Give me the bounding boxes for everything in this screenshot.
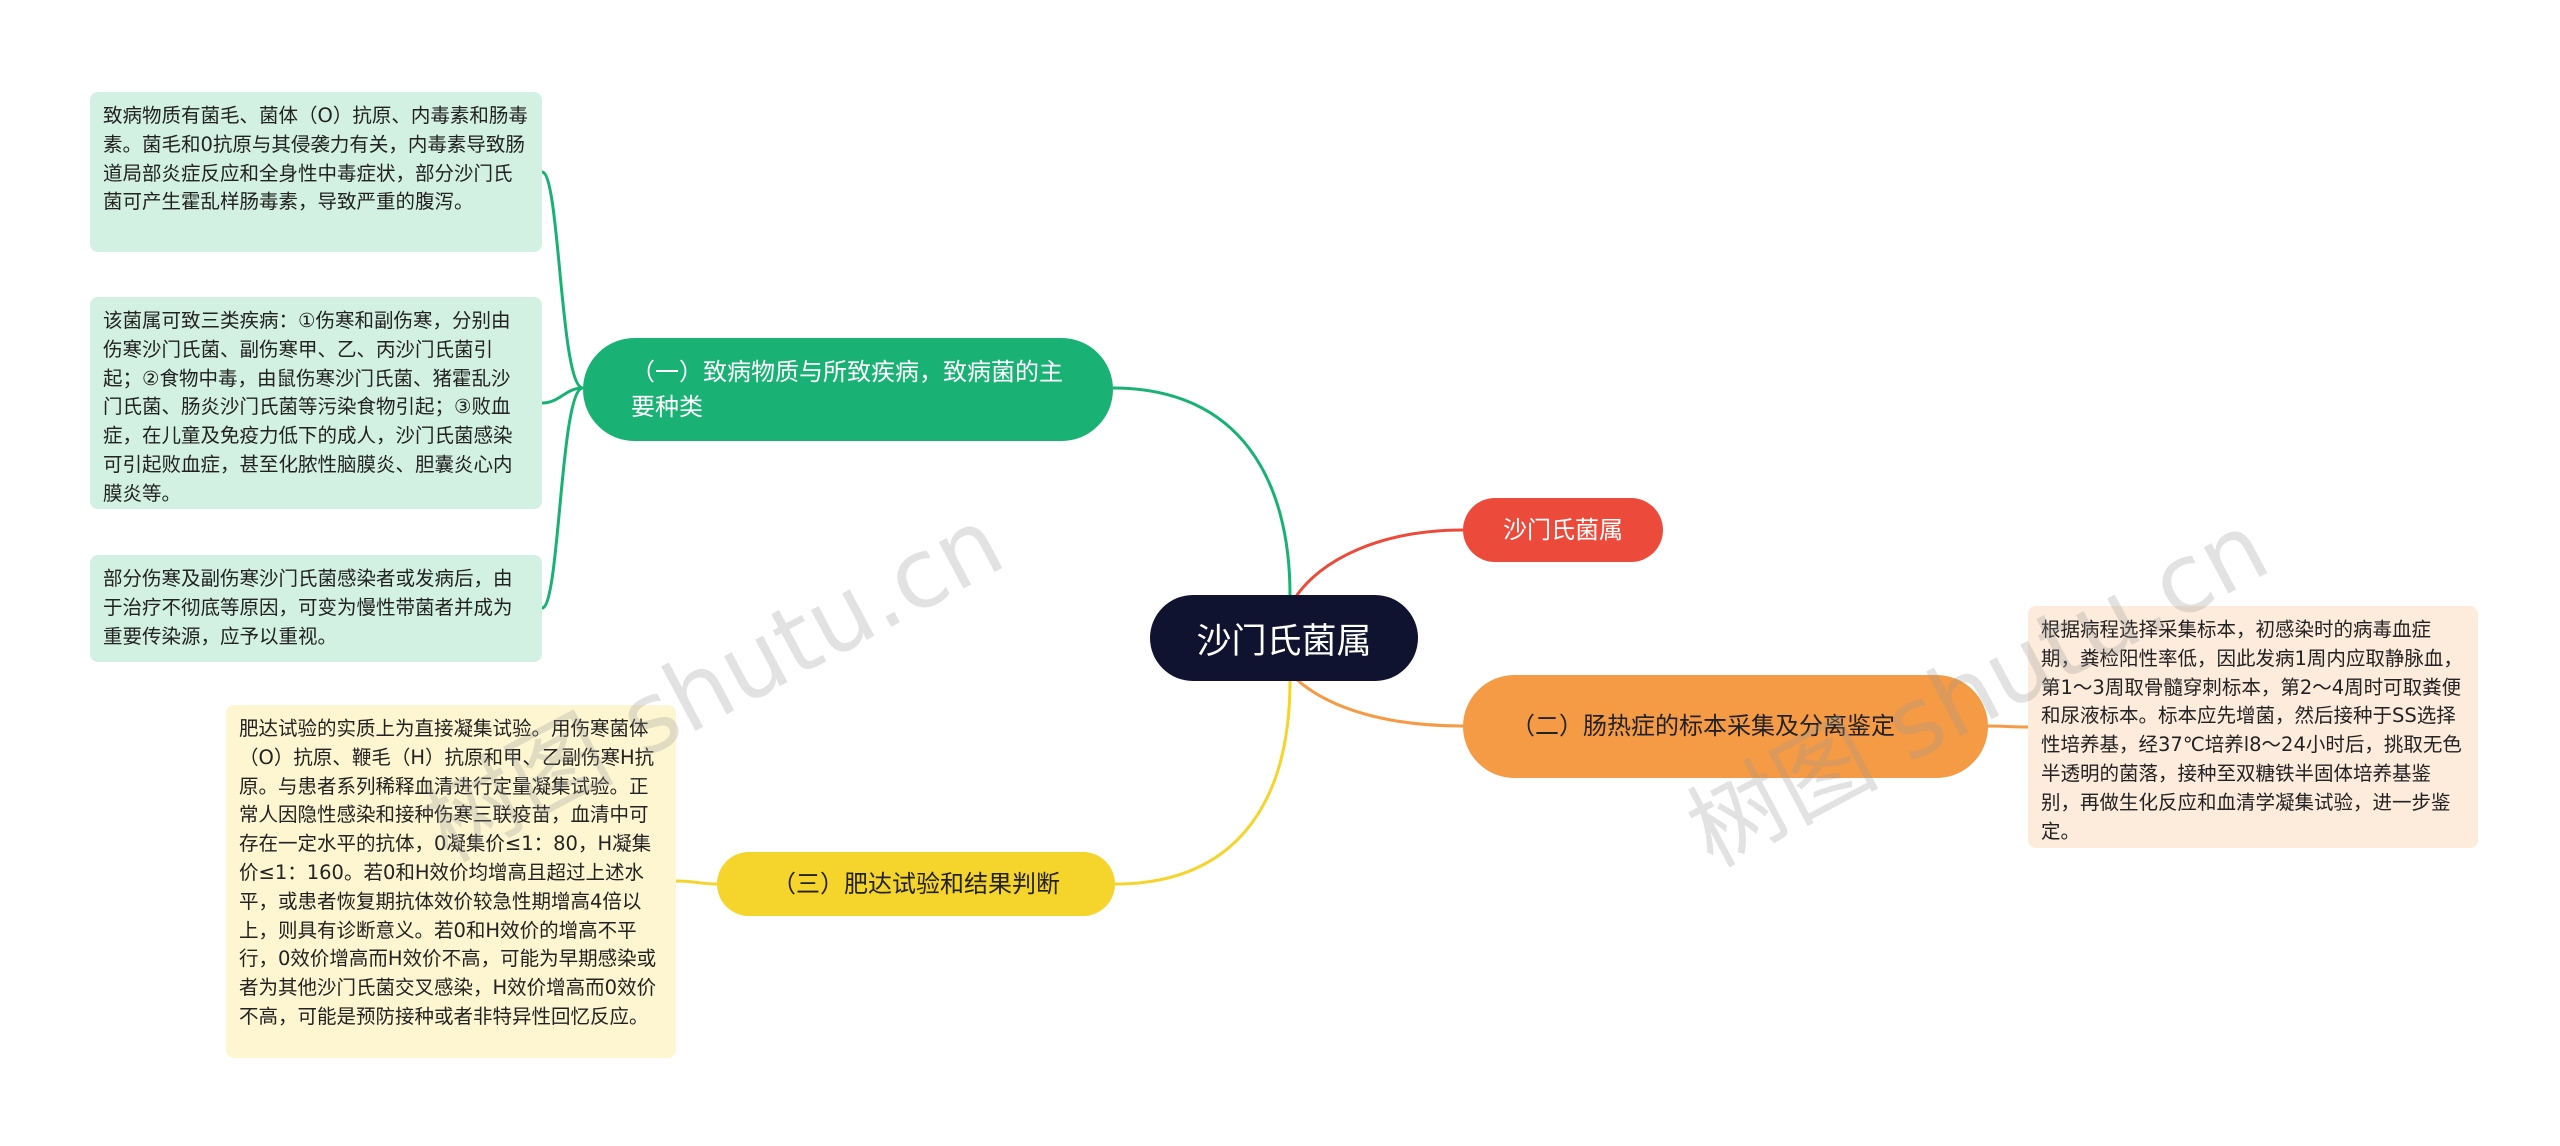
- connector-root-branch-2: [1293, 528, 1464, 599]
- leaf-pathogenic-substances[interactable]: 致病物质有菌毛、菌体（O）抗原、内毒素和肠毒素。菌毛和0抗原与其侵袭力有关，内毒…: [90, 92, 542, 252]
- connector-root-branch-4: [1114, 680, 1292, 886]
- connector-branch-1-leaf-1: [541, 170, 584, 390]
- leaf-chronic-carriers[interactable]: 部分伤寒及副伤寒沙门氏菌感染者或发病后，由于治疗不彻底等原因，可变为慢性带菌者并…: [90, 555, 542, 662]
- branch-specimen-collection[interactable]: （二）肠热症的标本采集及分离鉴定: [1463, 675, 1988, 778]
- leaf-specimen-details[interactable]: 根据病程选择采集标本，初感染时的病毒血症期，粪检阳性率低，因此发病1周内应取静脉…: [2028, 606, 2478, 848]
- branch-salmonella[interactable]: 沙门氏菌属: [1463, 498, 1663, 562]
- connector-branch-1-leaf-2: [541, 386, 584, 405]
- connector-root-branch-3: [1293, 676, 1464, 728]
- connector-branch-1-leaf-3: [541, 386, 584, 610]
- connector-branch-4-leaf-1: [675, 879, 718, 886]
- leaf-widal-test-details[interactable]: 肥达试验的实质上为直接凝集试验。用伤寒菌体（O）抗原、鞭毛（H）抗原和甲、乙副伤…: [226, 705, 676, 1058]
- branch-pathogenic-factors[interactable]: （一）致病物质与所致疾病，致病菌的主要种类: [583, 338, 1113, 441]
- root-node[interactable]: 沙门氏菌属: [1150, 595, 1418, 681]
- leaf-disease-types[interactable]: 该菌属可致三类疾病：①伤寒和副伤寒，分别由伤寒沙门氏菌、副伤寒甲、乙、丙沙门氏菌…: [90, 297, 542, 509]
- connector-root-branch-1: [1112, 386, 1292, 596]
- branch-widal-test[interactable]: （三）肥达试验和结果判断: [717, 852, 1115, 916]
- connector-branch-3-leaf-1: [1987, 724, 2029, 729]
